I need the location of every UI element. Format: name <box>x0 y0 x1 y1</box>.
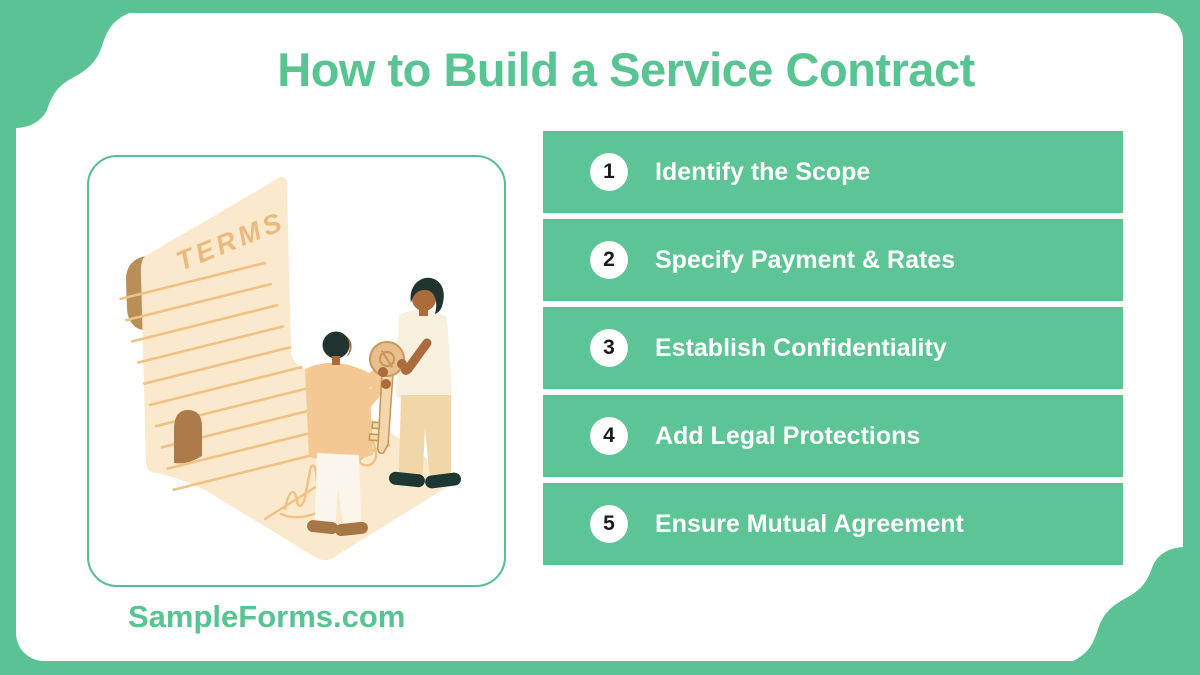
person-left-neck <box>332 356 340 365</box>
person-left-shoe <box>335 521 368 537</box>
person-right-pants <box>399 395 452 477</box>
step-number-badge: 4 <box>590 417 628 455</box>
key-head-slash <box>380 350 394 368</box>
person-left-face <box>346 336 352 357</box>
brand-text: SampleForms.com <box>128 599 406 634</box>
key-tooth <box>368 433 380 442</box>
key-shaft <box>377 373 394 455</box>
person-right-hair <box>410 277 444 314</box>
hand <box>378 367 388 377</box>
step-row-4: 4 Add Legal Protections <box>543 395 1123 477</box>
step-label: Establish Confidentiality <box>655 333 947 362</box>
step-row-1: 1 Identify the Scope <box>543 131 1123 213</box>
person-right-head <box>412 287 436 311</box>
step-row-2: 2 Specify Payment & Rates <box>543 219 1123 301</box>
illustration-card: TERMS <box>87 155 506 587</box>
step-number-badge: 1 <box>590 153 628 191</box>
step-label: Identify the Scope <box>655 157 871 186</box>
step-label: Specify Payment & Rates <box>655 245 956 274</box>
key-head-hole <box>378 350 396 368</box>
person-right-forearm <box>403 338 432 374</box>
hand <box>401 365 411 375</box>
step-number-badge: 2 <box>590 241 628 279</box>
person-right-neck <box>419 307 428 316</box>
arch-curl <box>174 410 202 464</box>
key-icon <box>368 341 405 455</box>
steps-list: 1 Identify the Scope 2 Specify Payment &… <box>543 131 1123 565</box>
person-left-arm <box>353 367 385 395</box>
person-left-arm <box>351 380 386 421</box>
page-title: How to Build a Service Contract <box>277 43 975 96</box>
step-row-5: 5 Ensure Mutual Agreement <box>543 483 1123 565</box>
key-tooth <box>371 421 381 430</box>
person-left-shoe <box>307 520 338 535</box>
step-number-badge: 5 <box>590 505 628 543</box>
person-left-head <box>322 331 350 359</box>
person-right <box>389 277 461 489</box>
step-number-badge: 3 <box>590 329 628 367</box>
hand <box>381 379 391 389</box>
step-label: Add Legal Protections <box>655 421 921 450</box>
person-left <box>305 331 386 537</box>
person-right-shoe <box>425 472 461 489</box>
person-right-shoe <box>389 471 425 488</box>
step-row-3: 3 Establish Confidentiality <box>543 307 1123 389</box>
contract-illustration: TERMS <box>96 176 461 561</box>
person-left-pants <box>315 453 362 524</box>
step-label: Ensure Mutual Agreement <box>655 509 964 538</box>
